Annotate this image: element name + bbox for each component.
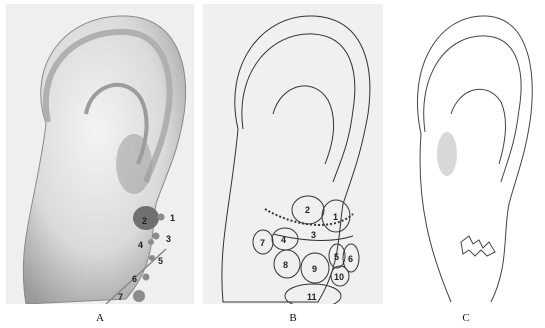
- region-label-7: 7: [260, 238, 265, 248]
- caption-c: C: [386, 312, 545, 324]
- caption-a: A: [20, 312, 180, 324]
- marker-label-3: 3: [166, 234, 171, 244]
- region-label-6: 6: [348, 254, 353, 264]
- panel-b: 1 2 3 4 5 6 7 8 9 10 11: [203, 4, 383, 304]
- ear-illustration-a: 1 2 3 4 5 6 7: [6, 4, 194, 304]
- marker-label-7: 7: [118, 292, 123, 302]
- ear-illustration-c: [391, 4, 541, 304]
- marker-label-4: 4: [138, 240, 143, 250]
- region-label-10: 10: [334, 272, 344, 282]
- panel-c: [391, 4, 541, 304]
- panel-a: 1 2 3 4 5 6 7: [6, 4, 194, 304]
- region-label-11: 11: [307, 292, 317, 302]
- region-label-4: 4: [281, 235, 286, 245]
- marker-label-1: 1: [170, 213, 175, 223]
- marker-label-5: 5: [158, 256, 163, 266]
- region-label-1: 1: [333, 212, 338, 222]
- region-label-3: 3: [311, 230, 316, 240]
- marker-label-6: 6: [132, 274, 137, 284]
- ear-illustration-b: 1 2 3 4 5 6 7 8 9 10 11: [203, 4, 383, 304]
- region-label-9: 9: [312, 264, 317, 274]
- region-label-8: 8: [283, 260, 288, 270]
- caption-b: B: [213, 312, 373, 324]
- region-label-5: 5: [334, 252, 339, 262]
- region-label-2: 2: [305, 205, 310, 215]
- marker-label-2: 2: [142, 216, 147, 226]
